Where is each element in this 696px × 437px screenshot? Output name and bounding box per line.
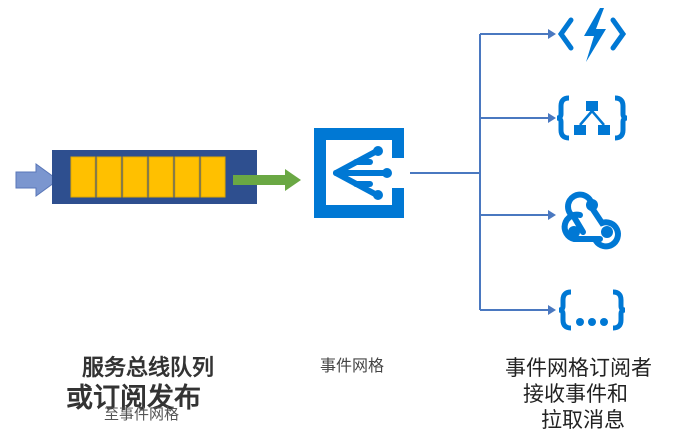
queue-cell — [122, 156, 148, 198]
queue-label-line3: 至事件网格 — [104, 405, 180, 423]
queue-label-line1: 服务总线队列 — [82, 356, 215, 381]
queue-cell — [174, 156, 200, 198]
event-grid-icon — [314, 128, 404, 218]
queue-cell — [70, 156, 96, 198]
subscribers-label-line1: 事件网格订阅者 — [505, 356, 652, 380]
generic-api-icon — [558, 289, 626, 331]
webhook-node — [601, 226, 613, 238]
input-arrow — [15, 163, 59, 197]
azure-functions-icon — [557, 8, 627, 62]
service-bus-queue — [52, 150, 257, 204]
queue-cell — [96, 156, 122, 198]
output-arrow — [233, 169, 301, 191]
queue-cell — [200, 156, 226, 198]
subscribers-label-line2: 接收事件和 — [523, 382, 628, 406]
subscriber-connectors — [410, 33, 548, 311]
queue-label-line2: 或订阅发布 — [66, 383, 201, 414]
logic-apps-icon — [556, 95, 628, 141]
webhook-node — [586, 199, 598, 211]
subscribers-label-line3: 拉取消息 — [541, 408, 625, 432]
webhook-node — [568, 226, 580, 238]
queue-cell — [148, 156, 174, 198]
event-grid-label: 事件网格 — [320, 356, 385, 375]
connector-arrowheads — [548, 29, 556, 315]
